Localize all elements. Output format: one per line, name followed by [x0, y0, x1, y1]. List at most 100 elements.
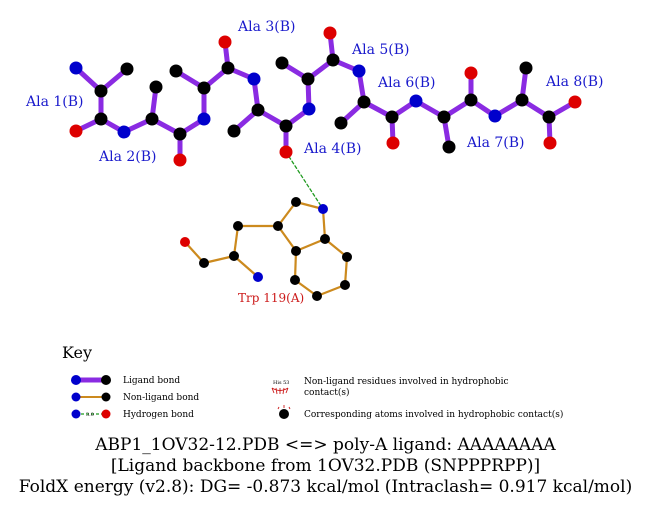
carbon-atom: [120, 62, 134, 76]
residue-label-ala-2: Ala 2(B): [98, 149, 157, 165]
atoms-layer: [69, 26, 582, 301]
carbon-atom: [279, 119, 293, 133]
key-ligand-bond-c-atom: [101, 375, 111, 385]
key-nonligand-bond-c-atom: [101, 392, 111, 402]
key-hydrophobic-atoms-label: Corresponding atoms involved in hydropho…: [304, 409, 563, 420]
residue-label-ala-6: Ala 6(B): [377, 75, 436, 91]
carbon-atom: [291, 197, 301, 207]
residue-label-ala-1: Ala 1(B): [25, 94, 84, 110]
nitrogen-atom: [409, 94, 423, 108]
carbon-atom: [169, 64, 183, 78]
key-hydrogen-bond-label: Hydrogen bond: [123, 410, 194, 420]
carbon-atom: [357, 95, 371, 109]
carbon-atom: [251, 103, 265, 117]
nonligand-bond: [315, 283, 347, 298]
key-hbond-o-atom: [101, 409, 111, 419]
carbon-atom: [199, 258, 209, 268]
oxygen-atom: [173, 153, 187, 167]
carbon-atom: [334, 116, 348, 130]
footer-line-1: ABP1_1OV32-12.PDB <=> poly-A ligand: AAA…: [95, 435, 556, 455]
carbon-atom: [385, 110, 399, 124]
carbon-atom: [197, 81, 211, 95]
carbon-atom: [340, 280, 350, 290]
key-hydrophobic-residues-line1: Non-ligand residues involved in hydropho…: [304, 377, 509, 387]
residue-label-trp-119: Trp 119(A): [238, 291, 304, 305]
carbon-atom: [291, 246, 301, 256]
carbon-atom: [312, 291, 322, 301]
carbon-atom: [94, 84, 108, 98]
carbon-atom: [326, 53, 340, 67]
nonligand-bond: [232, 224, 240, 258]
nitrogen-atom: [69, 61, 83, 75]
carbon-atom: [437, 110, 451, 124]
footer-line-2: [Ligand backbone from 1OV32.PDB (SNPPPRP…: [110, 456, 541, 476]
residue-label-ala-3: Ala 3(B): [237, 19, 296, 35]
key-hbond-n-atom: [71, 409, 81, 419]
key-nonligand-bond-label: Non-ligand bond: [123, 393, 199, 403]
oxygen-atom: [180, 237, 190, 247]
oxygen-atom: [69, 124, 83, 138]
key-ligand-bond: Ligand bond: [71, 375, 180, 386]
carbon-atom: [464, 93, 478, 107]
residue-label-ala-8: Ala 8(B): [545, 74, 604, 90]
oxygen-atom: [386, 136, 400, 150]
nitrogen-atom: [197, 112, 211, 126]
residue-label-ala-7: Ala 7(B): [466, 135, 525, 151]
carbon-atom: [320, 234, 330, 244]
carbon-atom: [227, 124, 241, 138]
oxygen-atom: [568, 95, 582, 109]
residue-label-ala-5: Ala 5(B): [351, 42, 410, 58]
carbon-atom: [542, 110, 556, 124]
key-hydrophobic-atom: Corresponding atoms involved in hydropho…: [277, 405, 563, 420]
carbon-atom: [173, 127, 187, 141]
nitrogen-atom: [247, 72, 261, 86]
carbon-atom: [94, 112, 108, 126]
key-nonligand-bond: Non-ligand bond: [71, 392, 199, 403]
key-hbond-distance: 3.0: [86, 412, 94, 418]
carbon-atom: [145, 112, 159, 126]
key-hydrophobic-residue: His 53 Non-ligand residues involved in h…: [271, 377, 509, 398]
oxygen-atom: [218, 35, 232, 49]
nitrogen-atom: [117, 125, 131, 139]
key-title: Key: [62, 343, 92, 362]
nonligand-bond: [276, 224, 298, 253]
carbon-atom: [233, 221, 243, 231]
key-hydrophobic-atom-marker: [279, 409, 289, 419]
carbon-atom: [301, 72, 315, 86]
nitrogen-atom: [488, 109, 502, 123]
carbon-atom: [229, 251, 239, 261]
carbon-atom: [515, 93, 529, 107]
carbon-atom: [149, 80, 163, 94]
residue-label-ala-4: Ala 4(B): [303, 141, 362, 157]
nonligand-bond: [202, 254, 236, 265]
nonligand-bond: [321, 207, 327, 241]
carbon-atom: [442, 140, 456, 154]
carbon-atom: [273, 221, 283, 231]
key-nonligand-bond-n-atom: [71, 392, 81, 402]
nitrogen-atom: [352, 64, 366, 78]
oxygen-atom: [543, 136, 557, 150]
oxygen-atom: [464, 66, 478, 80]
nitrogen-atom: [253, 272, 263, 282]
hydrophobic-arc-icon: [271, 387, 289, 395]
oxygen-atom: [323, 26, 337, 40]
hydrophobic-spokes-icon: [277, 405, 291, 410]
carbon-atom: [221, 61, 235, 75]
oxygen-atom: [279, 145, 293, 159]
carbon-atom: [342, 252, 352, 262]
key-hydrophobic-example-label: His 53: [273, 380, 289, 386]
footer-line-3: FoldX energy (v2.8): DG= -0.873 kcal/mol…: [18, 477, 633, 497]
nitrogen-atom: [302, 102, 316, 116]
nonligand-bond: [294, 237, 327, 253]
key-ligand-bond-label: Ligand bond: [123, 376, 180, 386]
carbon-atom: [290, 275, 300, 285]
nitrogen-atom: [318, 204, 328, 214]
hydrogen-bond: [285, 151, 324, 210]
key-ligand-bond-n-atom: [71, 375, 81, 385]
nonligand-bond: [232, 254, 260, 279]
key-hydrophobic-residues-line2: contact(s): [304, 387, 350, 398]
carbon-atom: [275, 56, 289, 70]
carbon-atom: [519, 61, 533, 75]
key-hydrogen-bond: 3.0 Hydrogen bond: [71, 409, 194, 420]
